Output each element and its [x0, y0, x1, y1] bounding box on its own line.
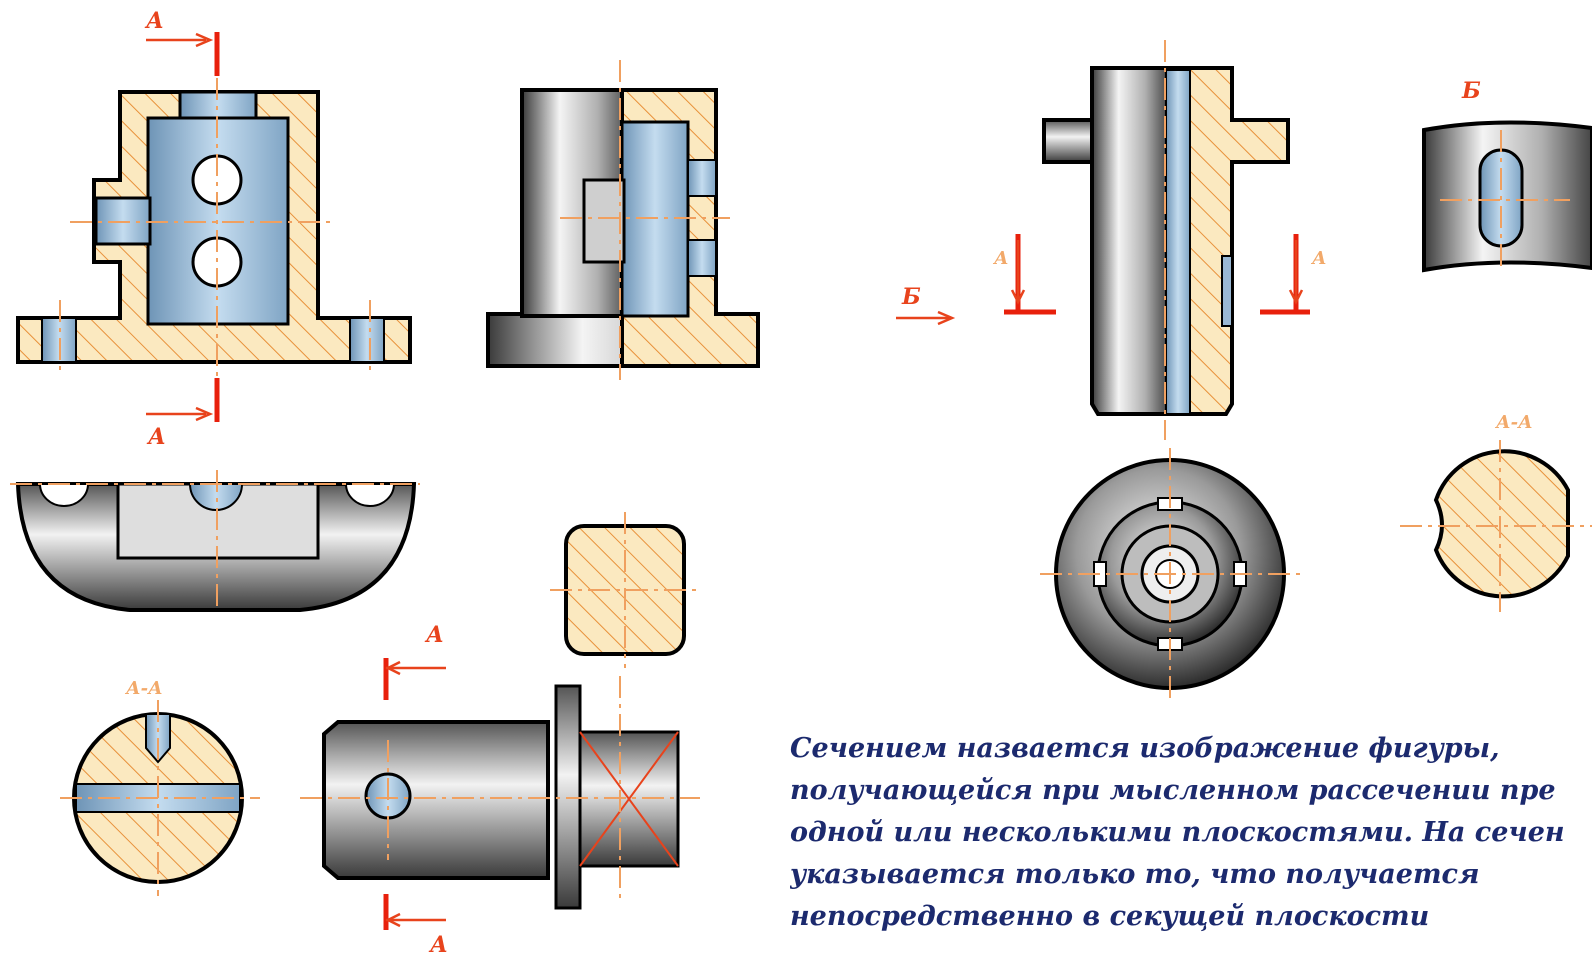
definition-line-1: Сечением назвается изображение фигуры, [790, 733, 1500, 764]
label-a-bottom-left: А [146, 424, 166, 450]
label-a-arrow-right-top: А [424, 622, 444, 648]
square-section [550, 512, 700, 668]
label-a-top-left: А [144, 8, 164, 34]
housing-front-section: А А [16, 8, 412, 450]
bushing-front-section: А А Б [896, 40, 1327, 440]
shaft-side-view: А А [300, 622, 700, 958]
section-definition-text: Сечением назвается изображение фигуры, п… [790, 728, 1592, 968]
definition-line-4: указывается только то, что получается [790, 859, 1480, 890]
definition-line-3: одной или несколькими плоскостями. На се… [790, 817, 1565, 848]
label-section-aa-left: А-А [124, 678, 163, 699]
bushing-top-view [1040, 448, 1300, 700]
bushing-view-b: Б [1422, 78, 1592, 273]
shaft-section-aa: А-А [60, 678, 260, 896]
label-section-aa-right: А-А [1494, 412, 1533, 433]
housing-side-view [486, 60, 760, 380]
label-a-arrow-right-bottom: А [428, 932, 448, 958]
bushing-section-aa: А-А [1400, 412, 1592, 612]
housing-bottom-view [10, 470, 420, 612]
label-a-vert-left: А [992, 248, 1009, 269]
label-b-view: Б [1461, 78, 1481, 104]
label-a-vert-right: А [1310, 248, 1327, 269]
definition-line-2: получающейся при мысленном рассечении пр… [790, 775, 1556, 806]
definition-line-5: непосредственно в секущей плоскости [790, 901, 1430, 932]
label-b-arrow: Б [901, 284, 921, 310]
